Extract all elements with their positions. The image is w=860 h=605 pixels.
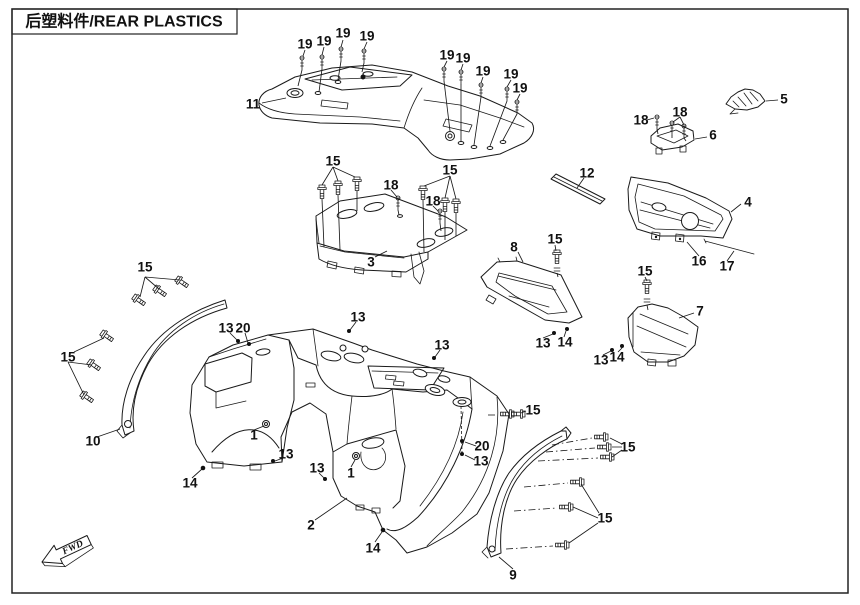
- callout-5: 5: [780, 92, 788, 107]
- callout-19: 19: [455, 51, 470, 66]
- callout-7: 7: [696, 304, 704, 319]
- callout-15: 15: [442, 163, 458, 178]
- callout-6: 6: [709, 128, 717, 143]
- part-4-tail-panel: [627, 176, 733, 243]
- callout-13: 13: [535, 336, 551, 351]
- callout-13: 13: [309, 461, 325, 476]
- callout-20: 20: [235, 321, 250, 336]
- callout-18: 18: [672, 105, 688, 120]
- callout-15: 15: [325, 154, 341, 169]
- part-3-center-panel: [315, 193, 468, 285]
- screws-15-part9: [505, 432, 623, 550]
- part-17-pin: [703, 238, 755, 255]
- callout-13: 13: [218, 321, 234, 336]
- part-5-bracket: [725, 88, 766, 115]
- callout-15: 15: [637, 264, 653, 279]
- callout-11: 11: [246, 97, 261, 112]
- callout-2: 2: [307, 518, 315, 533]
- callout-12: 12: [579, 166, 594, 181]
- page-border: [11, 8, 849, 594]
- callout-1: 1: [250, 428, 258, 443]
- callout-19: 19: [475, 64, 490, 79]
- callout-14: 14: [182, 476, 198, 491]
- callout-13: 13: [593, 353, 609, 368]
- screws-19: [297, 39, 521, 147]
- callout-18: 18: [425, 194, 441, 209]
- callout-19: 19: [335, 26, 350, 41]
- callout-16: 16: [691, 254, 707, 269]
- callout-15: 15: [597, 511, 613, 526]
- callout-13: 13: [350, 310, 366, 325]
- part-9-right-strip: [481, 426, 572, 559]
- part-12-rod: [550, 173, 606, 205]
- screw-15-part8: [552, 244, 562, 278]
- screws-15-part10: [67, 274, 191, 405]
- callout-14: 14: [365, 541, 381, 556]
- callout-15: 15: [60, 350, 76, 365]
- callout-15: 15: [620, 440, 636, 455]
- callout-19: 19: [297, 37, 312, 52]
- part-2-rear-fender-body: [189, 328, 510, 554]
- callout-18: 18: [633, 113, 649, 128]
- callout-8: 8: [510, 240, 518, 255]
- callout-20: 20: [474, 439, 489, 454]
- callout-10: 10: [85, 434, 100, 449]
- callout-19: 19: [512, 81, 527, 96]
- part-6-bracket: [646, 114, 695, 155]
- callout-14: 14: [609, 350, 625, 365]
- part-8-side-panel: [480, 256, 583, 335]
- callout-18: 18: [383, 178, 399, 193]
- part-7-side-panel: [610, 303, 699, 367]
- callout-9: 9: [509, 568, 517, 583]
- callout-3: 3: [367, 255, 375, 270]
- title-box: 后塑料件/REAR PLASTICS: [11, 8, 238, 35]
- callout-13: 13: [434, 338, 450, 353]
- callout-14: 14: [557, 335, 573, 350]
- fwd-arrow: FWD: [41, 534, 94, 568]
- callout-13: 13: [278, 447, 294, 462]
- screw-15-part7: [642, 276, 652, 311]
- callout-4: 4: [744, 195, 752, 210]
- screws-15-body-right: [488, 409, 527, 419]
- callout-19: 19: [359, 29, 374, 44]
- callout-19: 19: [503, 67, 518, 82]
- callout-15: 15: [525, 403, 541, 418]
- callout-15: 15: [547, 232, 563, 247]
- callout-19: 19: [439, 48, 454, 63]
- screws-15-panel3: [317, 166, 461, 253]
- callout-1: 1: [347, 466, 355, 481]
- callout-13: 13: [473, 454, 489, 469]
- part-10-left-strip: [116, 299, 228, 439]
- callout-17: 17: [719, 259, 734, 274]
- part-11-rear-rack: [258, 64, 535, 161]
- callout-15: 15: [137, 260, 153, 275]
- fwd-label: FWD: [60, 539, 85, 558]
- page-title: 后塑料件/REAR PLASTICS: [25, 12, 223, 31]
- callout-19: 19: [316, 34, 331, 49]
